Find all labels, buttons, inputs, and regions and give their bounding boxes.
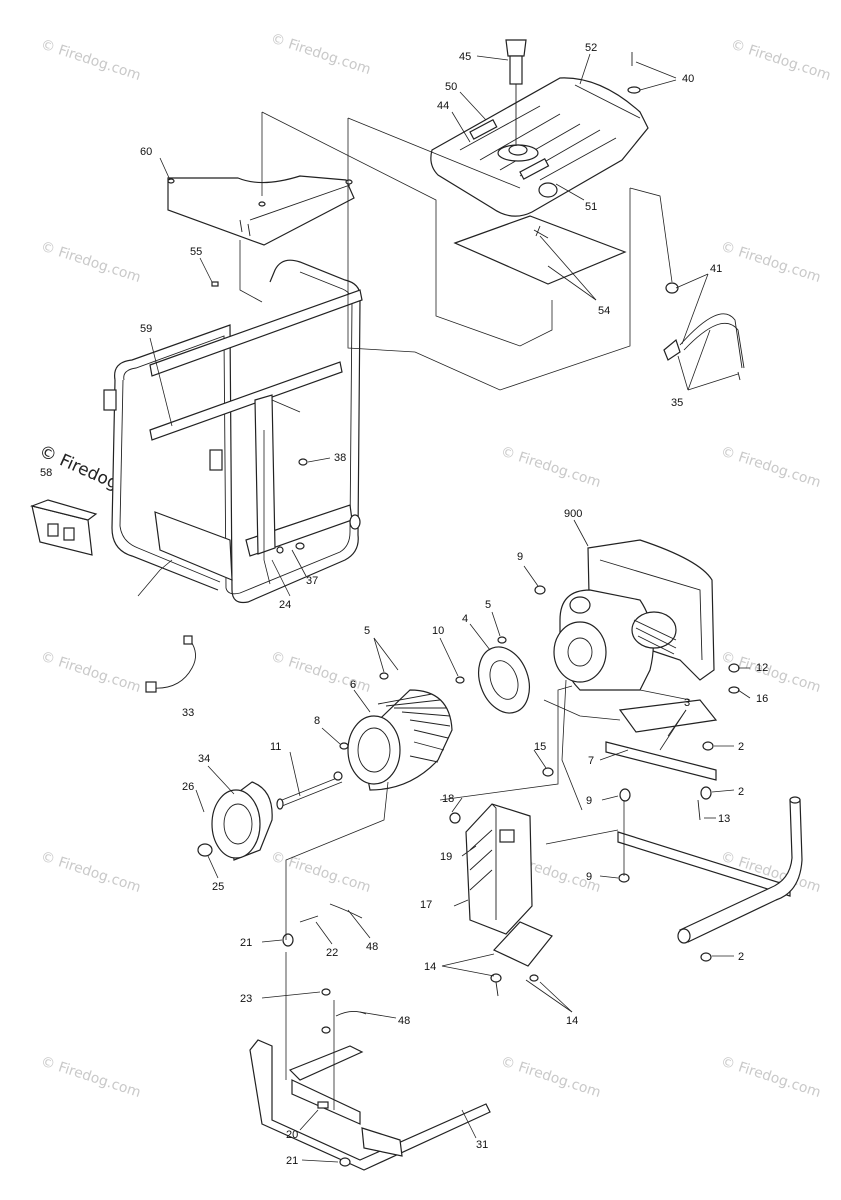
callout-52: 52 [585,42,597,54]
assembly-lines [137,111,691,1110]
callout-24: 24 [279,599,291,611]
callout-9-mid: 9 [586,795,592,807]
callout-60: 60 [140,146,152,158]
frame-lower [249,1039,491,1171]
callout-48-top: 48 [366,941,378,953]
engine-900 [553,539,715,691]
callout-20: 20 [286,1129,298,1141]
callout-9-top: 9 [517,551,523,563]
callout-2-a: 2 [738,741,744,753]
callout-2-c: 2 [738,951,744,963]
stator-6 [347,689,453,791]
tank-pad [453,215,627,285]
callout-38: 38 [334,452,346,464]
watermark: © Firedog.com [269,31,373,78]
watermark: © Firedog.com [269,849,373,896]
callout-58: 58 [40,467,52,479]
tank-bolt-washer [627,52,641,94]
callout-23: 23 [240,993,252,1005]
callout-16: 16 [756,693,768,705]
end-bell-34 [197,781,273,861]
watermark: © Firedog.com [719,444,823,491]
watermark: © Firedog.com [719,239,823,286]
callout-900: 900 [564,508,582,520]
callout-17: 17 [420,899,432,911]
callout-5-right: 5 [485,599,491,611]
rails-3-7 [605,699,791,897]
fuel-line-assembly [663,282,745,381]
callout-7: 7 [588,755,594,767]
callout-4: 4 [462,613,468,625]
watermark: © Firedog.com [39,37,143,84]
watermark: © Firedog.com [499,444,603,491]
callout-40: 40 [682,73,694,85]
callout-33: 33 [182,707,194,719]
callout-54: 54 [598,305,610,317]
callout-25: 25 [212,881,224,893]
callout-41: 41 [710,263,722,275]
callout-22: 22 [326,947,338,959]
callout-37: 37 [306,575,318,587]
watermark: © Firedog.com [39,849,143,896]
through-bolt-11 [276,771,343,810]
watermark: © Firedog.com [729,37,833,84]
control-panel [29,499,98,556]
callout-9-low: 9 [586,871,592,883]
callout-59: 59 [140,323,152,335]
callout-8: 8 [314,715,320,727]
watermark: © Firedog.com [39,1054,143,1101]
fuel-tank [430,77,649,217]
wire-harness-33 [145,635,196,693]
callout-5-left: 5 [364,625,370,637]
frame-upper [103,259,363,604]
handle-right [677,796,803,944]
callout-50: 50 [445,81,457,93]
callout-48-low: 48 [398,1015,410,1027]
callout-19: 19 [440,851,452,863]
leader-lines [149,53,751,1163]
muffler-17 [465,767,554,967]
watermark: © Firedog.com [39,649,143,696]
callout-34: 34 [198,753,210,765]
callout-21-low: 21 [286,1155,298,1167]
callout-45: 45 [459,51,471,63]
callout-14-left: 14 [424,961,436,973]
callout-3: 3 [684,697,690,709]
callout-6: 6 [350,679,356,691]
callout-labels: 45 52 40 50 44 51 60 55 54 41 59 35 38 5… [40,42,768,1167]
fuel-gauge [505,39,527,146]
watermark: © Firedog.com [39,239,143,286]
watermark: © Firedog.com [499,1054,603,1101]
adapter-4 [478,646,530,714]
watermark: © Firedog.com [269,649,373,696]
callout-51: 51 [585,201,597,213]
hardware [211,281,740,1167]
callout-14-right: 14 [566,1015,578,1027]
panel-cover-60 [167,175,355,246]
callout-10: 10 [432,625,444,637]
callout-12: 12 [756,662,768,674]
callout-15: 15 [534,741,546,753]
watermark: © Firedog.com [719,1054,823,1101]
callout-13: 13 [718,813,730,825]
callout-31: 31 [476,1139,488,1151]
callout-2-b: 2 [738,786,744,798]
callout-21-top: 21 [240,937,252,949]
callout-26: 26 [182,781,194,793]
callout-18: 18 [442,793,454,805]
callout-35: 35 [671,397,683,409]
callout-44: 44 [437,100,449,112]
callout-11: 11 [270,741,281,753]
callout-55: 55 [190,246,202,258]
